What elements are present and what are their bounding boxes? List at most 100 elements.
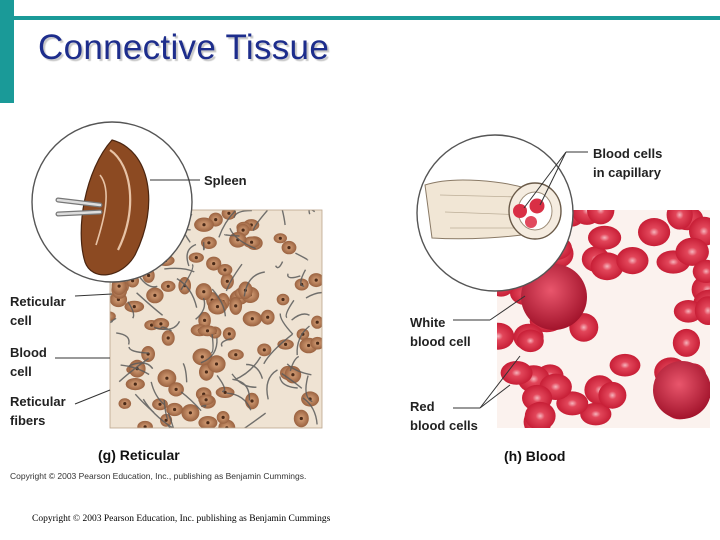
- label-spleen: Spleen: [204, 173, 247, 188]
- cell-nucleus: [291, 373, 295, 377]
- reticular-fiber: [186, 243, 197, 267]
- reticular-fiber: [163, 399, 169, 420]
- reticular-fiber: [136, 292, 164, 316]
- reticular-fiber: [210, 334, 214, 354]
- reticular-tissue-cell: [137, 420, 153, 428]
- reticular-fiber: [302, 397, 318, 425]
- cell-nucleus: [284, 342, 288, 346]
- red-blood-cell: [517, 329, 544, 353]
- cell-nucleus: [106, 315, 109, 318]
- reticular-fiber: [216, 374, 226, 393]
- label-white-blood-cell: White blood cell: [410, 315, 471, 349]
- cell-nucleus: [166, 336, 170, 340]
- cell-nucleus: [223, 390, 227, 394]
- reticular-fiber: [138, 275, 158, 288]
- reticular-fiber: [286, 363, 312, 376]
- cell-nucleus: [314, 278, 318, 282]
- reticular-fiber: [167, 412, 175, 428]
- reticular-fiber: [120, 364, 150, 376]
- cell-nucleus: [241, 228, 245, 232]
- red-blood-cell: [587, 210, 615, 225]
- red-blood-cell: [616, 247, 649, 275]
- cell-nucleus: [234, 304, 238, 308]
- leader-lines: [55, 151, 588, 409]
- reticular-fiber: [182, 363, 188, 383]
- label-reticular-cell: Reticular cell: [10, 294, 66, 328]
- accent-side-bar: [0, 0, 14, 103]
- cell-nucleus: [174, 387, 178, 391]
- cell-nucleus: [123, 402, 127, 406]
- reticular-fiber: [142, 398, 173, 428]
- cell-nucleus: [165, 376, 169, 380]
- reticular-fiber: [243, 271, 265, 297]
- red-blood-cell: [598, 381, 627, 409]
- reticular-fiber: [116, 332, 130, 345]
- reticular-fiber: [279, 376, 298, 389]
- reticular-fiber: [153, 320, 181, 331]
- reticular-fiber: [160, 326, 172, 332]
- cell-nucleus: [133, 382, 137, 386]
- reticular-fiber: [167, 424, 171, 428]
- reticular-fiber: [233, 356, 262, 381]
- red-blood-cell: [673, 300, 703, 323]
- cell-nucleus: [307, 343, 311, 348]
- label-reticular-fibers: Reticular fibers: [10, 394, 66, 428]
- spleen-inset: [31, 121, 193, 283]
- cell-nucleus: [205, 329, 210, 333]
- reticular-fiber: [226, 392, 252, 411]
- figure-copyright: Copyright © 2003 Pearson Education, Inc.…: [10, 471, 307, 481]
- cell-nucleus: [194, 256, 198, 260]
- reticular-fiber: [229, 227, 256, 250]
- cell-nucleus: [173, 407, 177, 412]
- reticular-fiber: [289, 355, 300, 372]
- reticular-fiber: [200, 404, 207, 408]
- reticular-fiber: [150, 381, 165, 405]
- reticular-fiber: [180, 391, 202, 412]
- cell-nucleus: [204, 398, 208, 402]
- capillary-inset: [416, 134, 574, 292]
- cell-nucleus: [214, 218, 218, 222]
- reticular-fiber: [128, 346, 149, 354]
- red-blood-cell: [590, 252, 624, 281]
- reticular-fiber: [291, 313, 310, 321]
- label-red-blood-cells: Red blood cells: [410, 399, 478, 433]
- label-blood-cell: Blood cell: [10, 345, 47, 379]
- reticular-fiber: [279, 313, 294, 335]
- reticular-fiber: [305, 375, 313, 403]
- cell-nucleus: [299, 416, 303, 421]
- cell-nucleus: [200, 355, 204, 359]
- reticular-fiber: [281, 372, 303, 389]
- cell-nucleus: [278, 236, 282, 240]
- cell-nucleus: [117, 284, 121, 288]
- slide-title: Connective Tissue: [38, 28, 330, 67]
- reticular-fiber: [195, 297, 206, 320]
- white-blood-cell-2: [653, 361, 710, 419]
- reticular-fiber: [305, 291, 322, 299]
- cell-nucleus: [202, 290, 206, 294]
- cell-nucleus: [287, 246, 291, 250]
- cell-nucleus: [166, 284, 170, 288]
- reticular-fiber: [180, 263, 194, 291]
- cell-nucleus: [147, 273, 151, 278]
- cell-nucleus: [225, 279, 229, 283]
- cell-nucleus: [250, 317, 254, 321]
- red-blood-cell: [497, 322, 515, 350]
- cell-nucleus: [206, 421, 210, 425]
- reticular-fiber: [296, 325, 310, 356]
- reticular-fiber: [274, 261, 284, 269]
- red-blood-cell: [638, 218, 671, 247]
- cell-nucleus: [315, 320, 319, 324]
- reticular-fiber: [281, 210, 286, 226]
- red-blood-cell: [580, 402, 612, 426]
- red-blood-cell: [500, 361, 533, 385]
- reticular-fiber: [211, 288, 227, 317]
- reticular-fiber: [218, 210, 236, 238]
- cell-nucleus: [234, 353, 238, 357]
- reticular-fiber: [252, 210, 268, 231]
- cell-nucleus: [207, 241, 211, 245]
- reticular-fiber: [287, 273, 301, 279]
- white-blood-cell-1: [521, 264, 587, 330]
- reticular-fiber: [127, 301, 135, 319]
- cell-nucleus: [281, 297, 285, 302]
